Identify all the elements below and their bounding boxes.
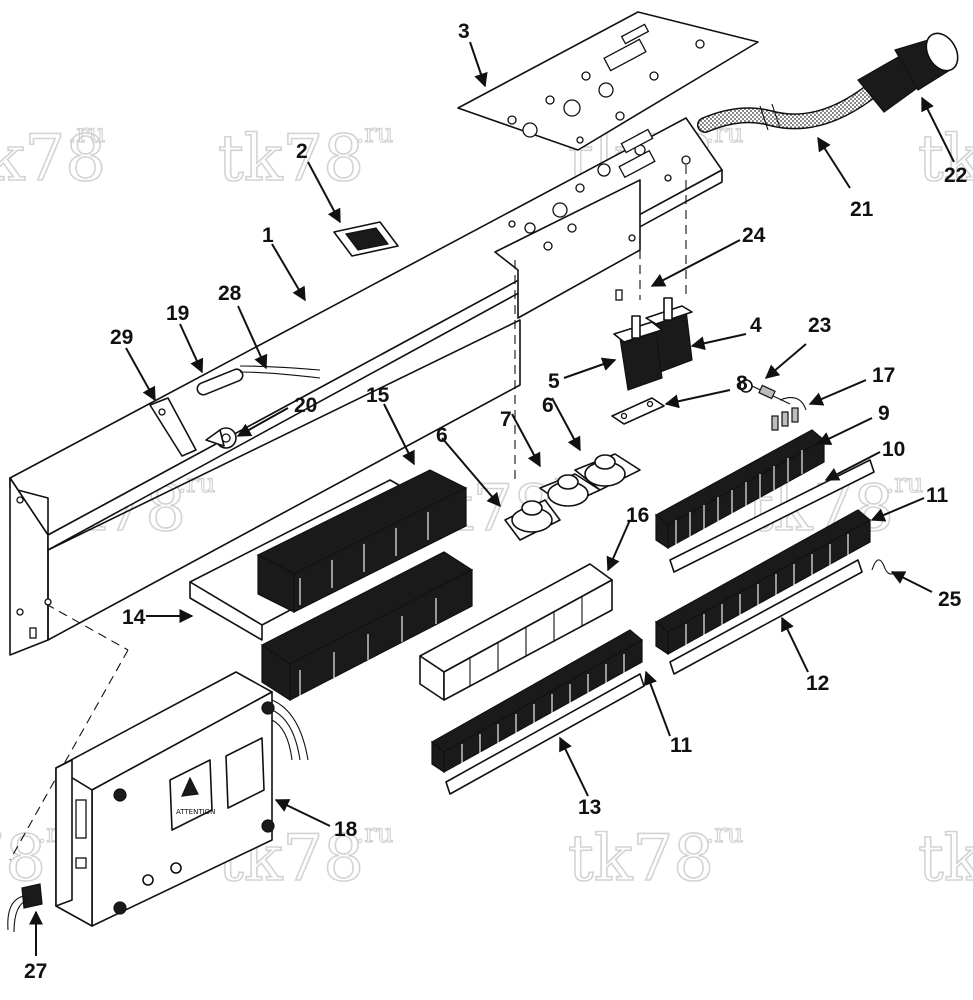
watermark-main: tk78 [218,122,364,196]
callout-3: 3 [458,20,470,43]
watermark-suffix: .ru [706,819,743,849]
callout-4: 4 [750,314,762,337]
watermark-suffix: .ru [886,469,923,499]
logo-decal [333,221,399,257]
callout-labels: 3 2 1 28 19 29 20 15 24 4 5 23 17 8 9 10… [24,20,967,983]
callout-16: 16 [626,504,649,527]
callout-8: 8 [736,372,748,395]
controller-module: ATTENTION [55,671,309,927]
callout-2: 2 [296,140,308,163]
watermark-main: tk78 [568,822,714,896]
harness-cable [697,80,883,133]
callout-14: 14 [122,606,146,629]
watermark: tk78 .ru [0,118,107,196]
sensor-plug [7,883,43,933]
callout-15: 15 [366,384,390,407]
watermark: tk78 .ru [567,818,744,896]
callout-11-right: 11 [926,484,949,507]
cover-plate [457,11,759,151]
callout-6-lower: 6 [436,424,448,447]
diode [739,379,791,405]
terminal-strip-middle [654,509,872,656]
marker-strip-middle [669,559,863,675]
callout-25: 25 [938,588,962,611]
leader-lines [29,41,955,956]
relay-row [419,563,613,701]
sensor [196,365,321,396]
callout-11-lower: 11 [670,734,693,757]
watermark-main: tk78 [918,122,973,196]
callout-27: 27 [24,960,47,983]
cable-clamp [205,427,237,449]
thermal-switch-6b [504,499,561,541]
callout-29: 29 [110,326,133,349]
callout-1: 1 [262,224,274,247]
callout-20: 20 [294,394,317,417]
callout-23: 23 [808,314,831,337]
callout-28: 28 [218,282,242,305]
callout-18: 18 [334,818,358,841]
callout-17: 17 [872,364,895,387]
mounting-clip [149,397,197,457]
watermark-main: tk78 [0,122,106,196]
relay-block-lower [260,551,474,702]
callout-6-upper: 6 [542,394,554,417]
callout-13: 13 [578,796,601,819]
resistor-pack [771,397,807,431]
watermark-suffix: .ru [356,819,393,849]
marker-strip-upper [669,459,875,573]
circuit-breaker-5 [613,315,663,391]
callout-7: 7 [500,408,512,431]
watermark-suffix: .ru [356,119,393,149]
circuit-breaker-4 [645,297,693,373]
watermark-main: tk78 [918,822,973,896]
watermark: tk78 .ru [217,118,394,196]
module-label: ATTENTION [176,808,215,816]
callout-24: 24 [742,224,766,247]
watermark: tk78 [917,821,973,897]
harness-connector [857,32,959,113]
relay-block-upper [256,469,468,613]
terminal-strip-lower [430,629,644,774]
callout-19: 19 [166,302,189,325]
callout-10: 10 [882,438,905,461]
callout-12: 12 [806,672,829,695]
callout-5: 5 [548,370,560,393]
breaker-bracket [611,397,665,425]
callout-22: 22 [944,164,967,187]
thermal-switch-6a [574,453,641,491]
callout-9: 9 [878,402,890,425]
callout-21: 21 [850,198,874,221]
main-panel [9,117,723,861]
watermark-suffix: .ru [68,119,105,149]
watermark: tk78 [917,121,973,197]
thermal-switch-7 [539,473,601,507]
